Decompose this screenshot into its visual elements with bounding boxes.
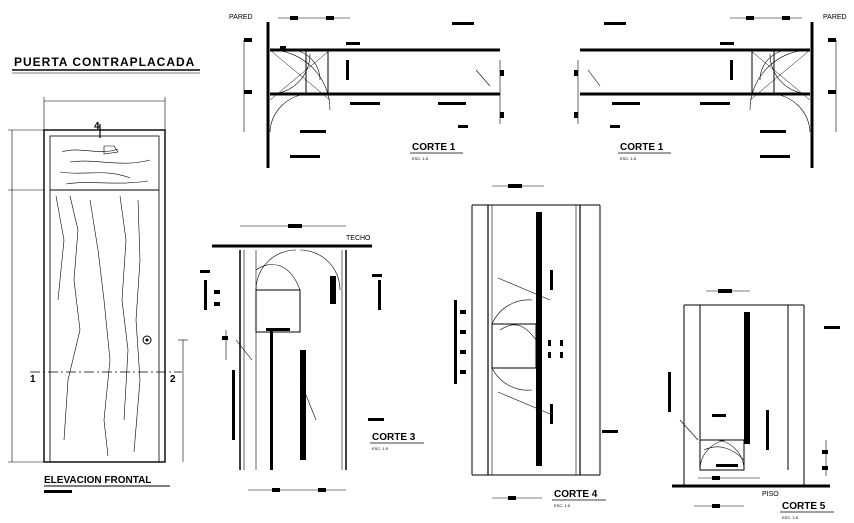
section-4-label: CORTE 4 xyxy=(554,489,598,500)
section-4: CORTE 4 ESC. 1:5 xyxy=(454,184,618,508)
svg-text:ESC. 1:5: ESC. 1:5 xyxy=(554,503,571,508)
svg-text:ESC. 1:5: ESC. 1:5 xyxy=(372,446,389,451)
floor-label: PISO xyxy=(762,491,779,498)
section-1-right-label: CORTE 1 xyxy=(620,142,664,153)
drawing-title: PUERTA CONTRAPLACADA xyxy=(14,55,195,69)
drawing-title-block: PUERTA CONTRAPLACADA xyxy=(12,55,200,74)
wall-label-left: PARED xyxy=(229,14,253,21)
front-elevation-label: ELEVACION FRONTAL xyxy=(44,475,151,486)
section-1-left-label: CORTE 1 xyxy=(412,142,456,153)
svg-text:ESC. 1:5: ESC. 1:5 xyxy=(620,156,637,161)
section-5: PISO CORTE 5 ESC. 1:5 xyxy=(668,289,840,520)
section-mark-1: 1 xyxy=(30,374,36,385)
section-5-label: CORTE 5 xyxy=(782,501,826,512)
ceiling-label: TECHO xyxy=(346,235,371,242)
svg-text:ESC. 1:5: ESC. 1:5 xyxy=(412,156,429,161)
section-mark-4: 4 xyxy=(94,121,100,132)
section-mark-2: 2 xyxy=(170,374,176,385)
svg-text:ESC. 1:5: ESC. 1:5 xyxy=(782,515,799,520)
front-elevation: 4 1 2 ELEVACION FRONTAL xyxy=(8,97,188,493)
wall-label-right: PARED xyxy=(823,14,847,21)
section-1-right: PARED CORTE 1 ESC. 1:5 xyxy=(574,14,847,168)
section-1-left: PARED CORTE 1 ESC. 1:5 xyxy=(229,14,504,168)
section-3: TECHO CORTE 3 ESC. 1:5 xyxy=(200,224,424,492)
section-3-label: CORTE 3 xyxy=(372,432,416,443)
